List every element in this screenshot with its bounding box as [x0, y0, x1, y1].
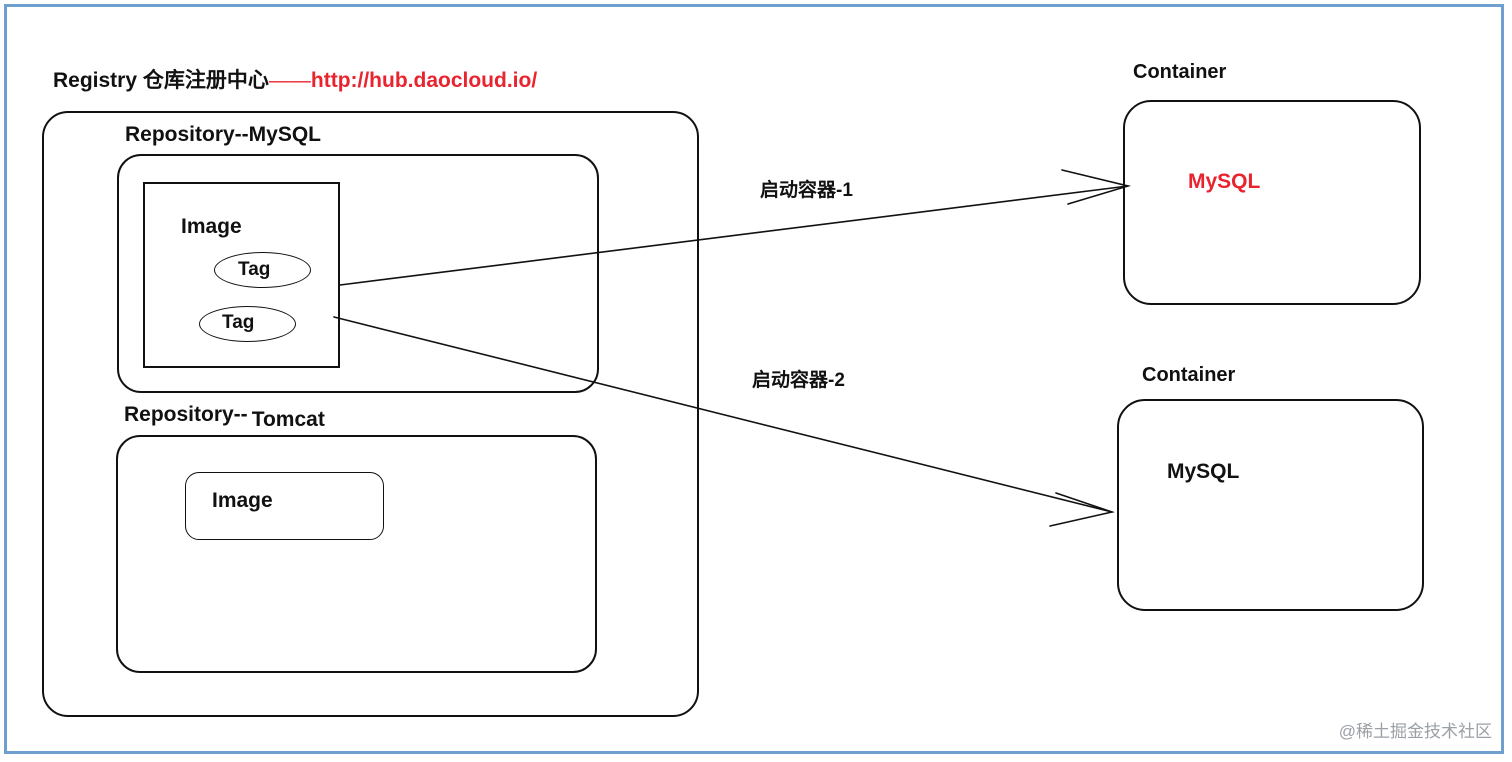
registry-url: http://hub.daocloud.io/	[310, 69, 538, 92]
repository-tomcat-suffix: Tomcat	[251, 408, 325, 431]
tag-ellipse-1	[214, 252, 311, 288]
container-1-content: MySQL	[1188, 170, 1261, 193]
container-2-box	[1117, 399, 1424, 611]
tag-ellipse-2	[199, 306, 296, 342]
container-2-content: MySQL	[1167, 460, 1240, 483]
registry-label: Registry 仓库注册中心——http://hub.daocloud.io/	[53, 70, 537, 91]
repository-mysql-label: Repository--MySQL	[125, 123, 322, 146]
image-mysql-label: Image	[181, 215, 242, 238]
registry-title: Registry 仓库注册中心	[53, 69, 269, 92]
tag-label-1: Tag	[238, 259, 271, 280]
edge-label-2: 启动容器-2	[752, 370, 845, 391]
registry-dash: ——	[268, 69, 311, 92]
tag-label-2: Tag	[222, 312, 255, 333]
container-1-title: Container	[1133, 61, 1227, 83]
container-1-box	[1123, 100, 1421, 305]
edge-label-1: 启动容器-1	[760, 180, 853, 201]
repository-tomcat-label: Repository--Tomcat	[124, 403, 325, 430]
watermark: @稀土掘金技术社区	[1338, 722, 1492, 741]
repository-tomcat-box	[116, 435, 597, 673]
image-tomcat-label: Image	[212, 489, 273, 512]
image-mysql-box	[143, 182, 340, 368]
container-2-title: Container	[1142, 364, 1236, 386]
repository-tomcat-prefix: Repository--	[124, 403, 248, 426]
